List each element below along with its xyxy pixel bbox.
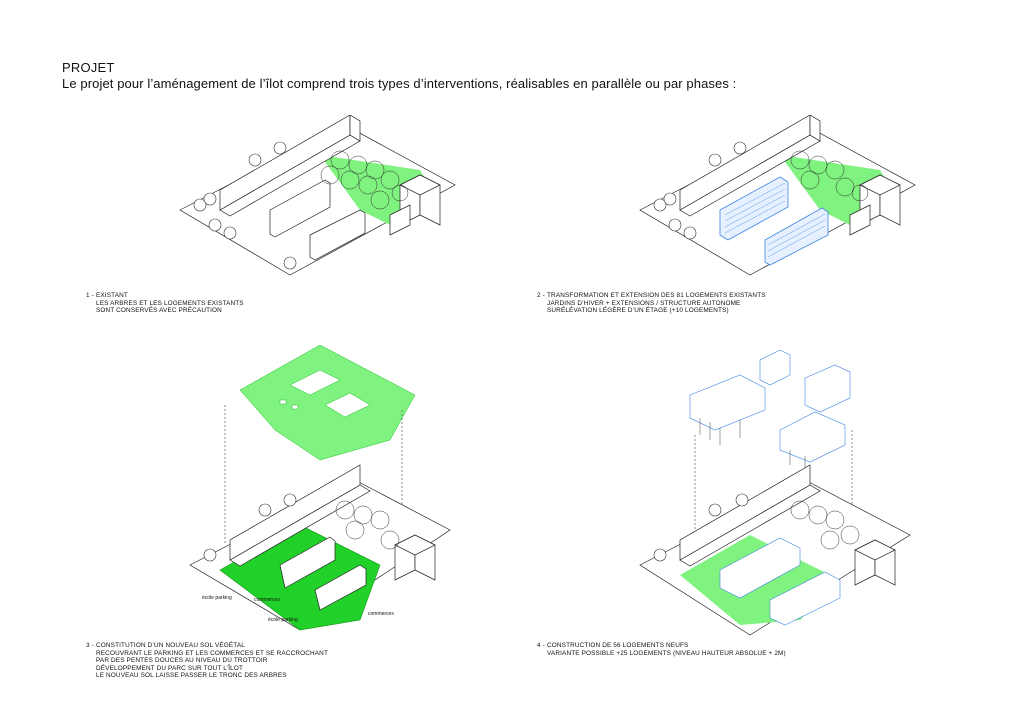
page-header: PROJET Le projet pour l’aménagement de l… [62,60,736,92]
caption-line: SONT CONSERVÉS AVEC PRÉCAUTION [96,307,222,315]
caption-4: 4 -CONSTRUCTION DE 56 LOGEMENTS NEUFS VA… [537,642,786,657]
caption-line: JARDINS D’HIVER + EXTENSIONS / STRUCTURE… [547,299,741,307]
caption-2: 2 -TRANSFORMATION ET EXTENSION DES 81 LO… [537,292,766,315]
isometric-drawing-new-housing [639,350,911,636]
label-commerces: commerces [254,597,280,603]
caption-number: 1 - [86,292,94,299]
caption-line: PAR DES PENTES DOUCES AU NIVEAU DU TROTT… [96,657,268,665]
diagram-new-housing [630,350,920,640]
caption-title: EXISTANT [96,292,128,299]
page-subtitle: Le projet pour l’aménagement de l’îlot c… [62,76,737,91]
caption-line: SURÉLÉVATION LÉGÈRE D’UN ÉTAGE (+10 LOGE… [547,307,729,315]
caption-number: 4 - [537,642,545,649]
caption-number: 2 - [537,292,545,299]
label-ecole-parking: école parking [202,595,232,601]
caption-line: LE NOUVEAU SOL LAISSE PASSER LE TRONC DE… [96,672,287,680]
diagram-transformation [630,115,920,285]
label-commerces: commerces [368,611,394,617]
label-ecole-parking: école parking [268,617,298,623]
diagram-existing [170,115,460,285]
isometric-drawing-existing [179,115,456,276]
isometric-drawing-transformation [639,115,916,276]
caption-number: 3 - [86,642,94,649]
page-title: PROJET [62,60,115,75]
diagram-green-ground: école parking commerces école parking co… [180,345,460,640]
caption-line: VARIANTE POSSIBLE +25 LOGEMENTS (NIVEAU … [547,649,786,657]
caption-title: TRANSFORMATION ET EXTENSION DES 81 LOGEM… [547,292,766,299]
caption-title: CONSTITUTION D’UN NOUVEAU SOL VÉGÉTAL [96,642,246,649]
caption-line: RECOUVRANT LE PARKING ET LES COMMERCES E… [96,649,328,657]
caption-3: 3 -CONSTITUTION D’UN NOUVEAU SOL VÉGÉTAL… [86,642,328,680]
caption-line: DÉVELOPPEMENT DU PARC SUR TOUT L’ÎLOT [96,664,244,672]
caption-title: CONSTRUCTION DE 56 LOGEMENTS NEUFS [547,642,689,649]
caption-line: LES ARBRES ET LES LOGEMENTS EXISTANTS [96,299,244,307]
caption-1: 1 -EXISTANT LES ARBRES ET LES LOGEMENTS … [86,292,244,315]
isometric-drawing-green-ground: école parking commerces école parking co… [189,345,451,631]
